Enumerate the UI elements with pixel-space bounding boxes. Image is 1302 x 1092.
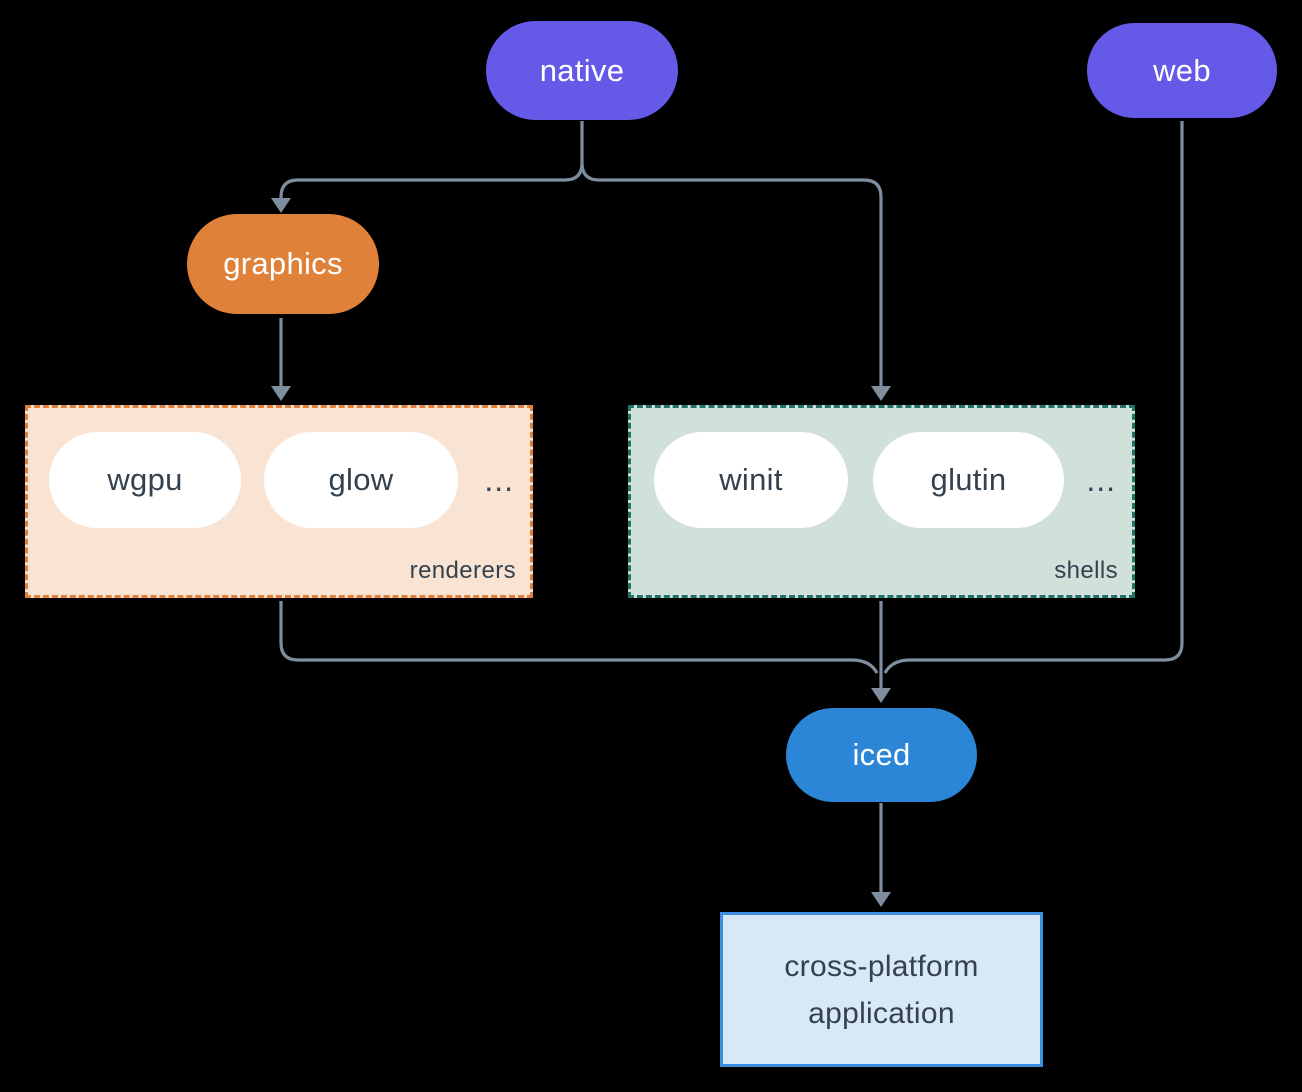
node-native: native [486, 21, 678, 120]
arrowhead-application [871, 892, 891, 907]
arrowhead-iced [871, 688, 891, 703]
node-wgpu: wgpu [49, 432, 241, 528]
node-glutin: glutin [873, 432, 1064, 528]
group-shells-label: shells [1054, 557, 1118, 584]
node-native-label: native [539, 52, 625, 88]
node-iced: iced [786, 708, 977, 802]
arrowhead-renderers [271, 386, 291, 401]
node-graphics: graphics [187, 214, 379, 314]
node-cross-platform-application: cross-platform application [720, 912, 1043, 1067]
node-winit-label: winit [719, 462, 783, 497]
edge-renderers-iced [279, 601, 879, 674]
group-renderers: wgpu glow ... renderers [25, 405, 533, 598]
renderers-ellipsis: ... [484, 461, 514, 498]
node-wgpu-label: wgpu [107, 462, 183, 497]
edge-web-iced [883, 121, 1184, 674]
group-renderers-label: renderers [409, 557, 516, 584]
application-label-line2: application [808, 996, 955, 1030]
arrowhead-graphics [271, 198, 291, 213]
application-label-line1: cross-platform [784, 949, 979, 983]
node-web-label: web [1153, 52, 1211, 88]
node-glutin-label: glutin [930, 462, 1007, 497]
node-iced-label: iced [852, 737, 911, 772]
arrowhead-shells [871, 386, 891, 401]
node-winit: winit [654, 432, 848, 528]
node-glow: glow [264, 432, 458, 528]
edge-native-graphics [279, 121, 584, 198]
shells-ellipsis: ... [1086, 461, 1116, 498]
node-glow-label: glow [328, 462, 394, 497]
node-web: web [1087, 23, 1277, 118]
group-shells: winit glutin ... shells [628, 405, 1135, 598]
node-graphics-label: graphics [223, 246, 343, 281]
edge-native-shells [580, 162, 883, 386]
